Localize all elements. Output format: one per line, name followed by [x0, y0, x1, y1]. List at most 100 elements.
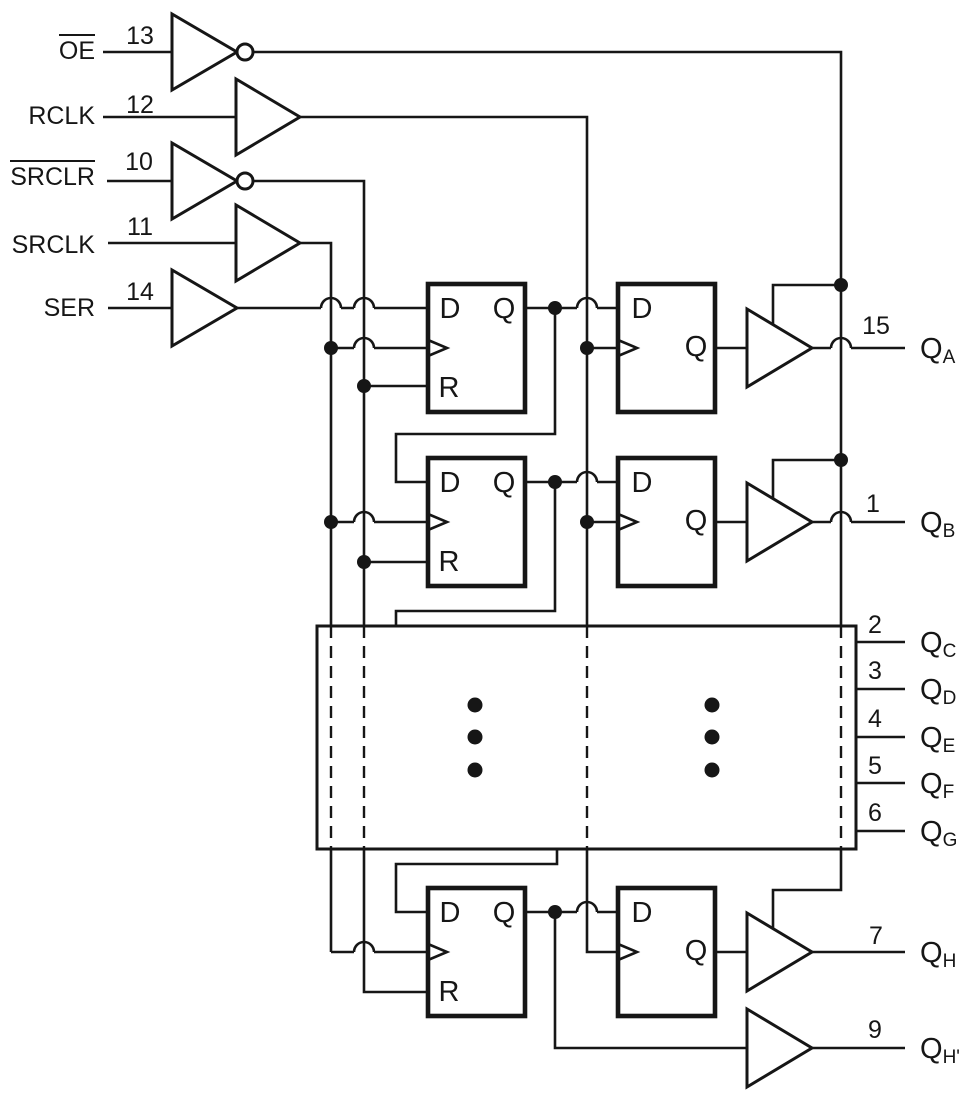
output-label-base: Q [920, 722, 943, 754]
ellipsis-dot [467, 762, 483, 778]
junction-dot [580, 515, 594, 529]
input-label-rclk-text: RCLK [28, 102, 95, 130]
ff-port-q: Q [492, 467, 516, 499]
output-label-qg: QG [920, 815, 957, 853]
inverter-bubble-oe [235, 42, 255, 62]
wire-srclk-net [108, 241, 428, 954]
ff-port-q: Q [684, 331, 708, 363]
junction-dot [357, 379, 371, 393]
ellipsis-dot [704, 697, 720, 713]
input-label-srclr: SRCLR [10, 160, 95, 192]
dashed-bus-lines [329, 626, 843, 849]
shift-ff-b-box [425, 455, 528, 589]
wire-output-buffer-lines [812, 346, 905, 1050]
output-label-qf: QF [920, 767, 954, 805]
output-label-sub: F [942, 782, 955, 803]
buffer-srclk [234, 202, 303, 284]
inverter-bubble-srclr [235, 171, 255, 191]
ff-port-r: R [438, 546, 460, 578]
clock-edge-arrows [427, 338, 641, 962]
buffer-ser [170, 267, 240, 349]
ff-port-d: D [631, 467, 653, 499]
gates [170, 11, 815, 1090]
input-label-oe: OE [58, 34, 95, 66]
ff-port-q: Q [492, 293, 516, 325]
output-label-base: Q [920, 674, 943, 706]
output-label-sub: H' [942, 1047, 960, 1068]
ellipsis-dot [704, 762, 720, 778]
output-label-qc: QC [920, 626, 956, 664]
wire-srclr-net [107, 179, 428, 994]
junction-dot [580, 341, 594, 355]
output-buffer-qa [745, 306, 815, 390]
ellipsis-dot [467, 697, 483, 713]
pin-number-2: 2 [868, 611, 882, 639]
pin-number-6: 6 [868, 799, 882, 827]
storage-ff-h-box [615, 885, 718, 1019]
ff-port-d: D [439, 897, 461, 929]
output-buffer-qh-prime [745, 1006, 815, 1090]
junction-dot [548, 475, 562, 489]
junction-dot [548, 301, 562, 315]
junction-dot [324, 341, 338, 355]
wire-rclk-net [103, 115, 618, 954]
pin-number-4: 4 [868, 705, 882, 733]
pin-number-13: 13 [126, 22, 154, 50]
output-label-base: Q [920, 1033, 943, 1065]
output-label-sub: A [942, 347, 956, 368]
shift-ff-a-box [425, 281, 528, 415]
ff-port-d: D [439, 293, 461, 325]
inverter-srclr [170, 140, 240, 222]
output-buffer-qh [745, 910, 815, 994]
output-label-qa: QA [920, 332, 955, 370]
pin-number-5: 5 [868, 752, 882, 780]
output-label-sub: H [942, 951, 957, 972]
pin-number-10: 10 [125, 148, 153, 176]
output-label-sub: E [942, 736, 956, 757]
wire-box-outputs-qc-qg [856, 640, 905, 833]
input-label-ser: SER [44, 294, 95, 323]
ellipsis-dots [467, 697, 720, 778]
output-label-qb: QB [920, 506, 955, 544]
ff-port-r: R [438, 372, 460, 404]
pin-number-12: 12 [126, 91, 154, 119]
output-label-base: Q [920, 507, 943, 539]
junction-dot [357, 555, 371, 569]
wire-storage-q-outputs [715, 346, 747, 954]
ff-port-d: D [439, 467, 461, 499]
ff-port-q: Q [684, 935, 708, 967]
stages-c-to-g-box [315, 624, 858, 851]
pin-number-14: 14 [126, 278, 154, 306]
input-label-oe-text: OE [58, 34, 95, 66]
wires [103, 50, 905, 1050]
shift-ff-h-box [425, 885, 528, 1019]
inverter-oe [170, 11, 240, 93]
ff-port-d: D [631, 897, 653, 929]
storage-ff-a-box [615, 281, 718, 415]
wire-qg-to-stage-h [394, 849, 559, 914]
output-label-base: Q [920, 333, 943, 365]
output-label-sub: B [942, 521, 956, 542]
flip-flop-boxes [425, 281, 718, 1019]
wire-crossover-arcs [319, 296, 853, 953]
junction-dot [834, 278, 848, 292]
storage-ff-b-box [615, 455, 718, 589]
buffer-rclk [234, 76, 303, 158]
output-label-base: Q [920, 627, 943, 659]
junction-dots [324, 278, 848, 919]
output-label-base: Q [920, 816, 943, 848]
output-label-sub: D [942, 688, 957, 709]
output-label-sub: C [942, 641, 957, 662]
output-label-qd: QD [920, 673, 956, 711]
input-label-rclk: RCLK [28, 102, 95, 131]
output-label-base: Q [920, 937, 943, 969]
ff-port-q: Q [684, 505, 708, 537]
ellipsis-dot [467, 729, 483, 745]
output-label-sub: G [942, 830, 958, 851]
ff-port-q: Q [492, 897, 516, 929]
input-label-srclk: SRCLK [12, 231, 95, 260]
junction-dot [548, 905, 562, 919]
input-label-srclr-text: SRCLR [10, 160, 95, 192]
